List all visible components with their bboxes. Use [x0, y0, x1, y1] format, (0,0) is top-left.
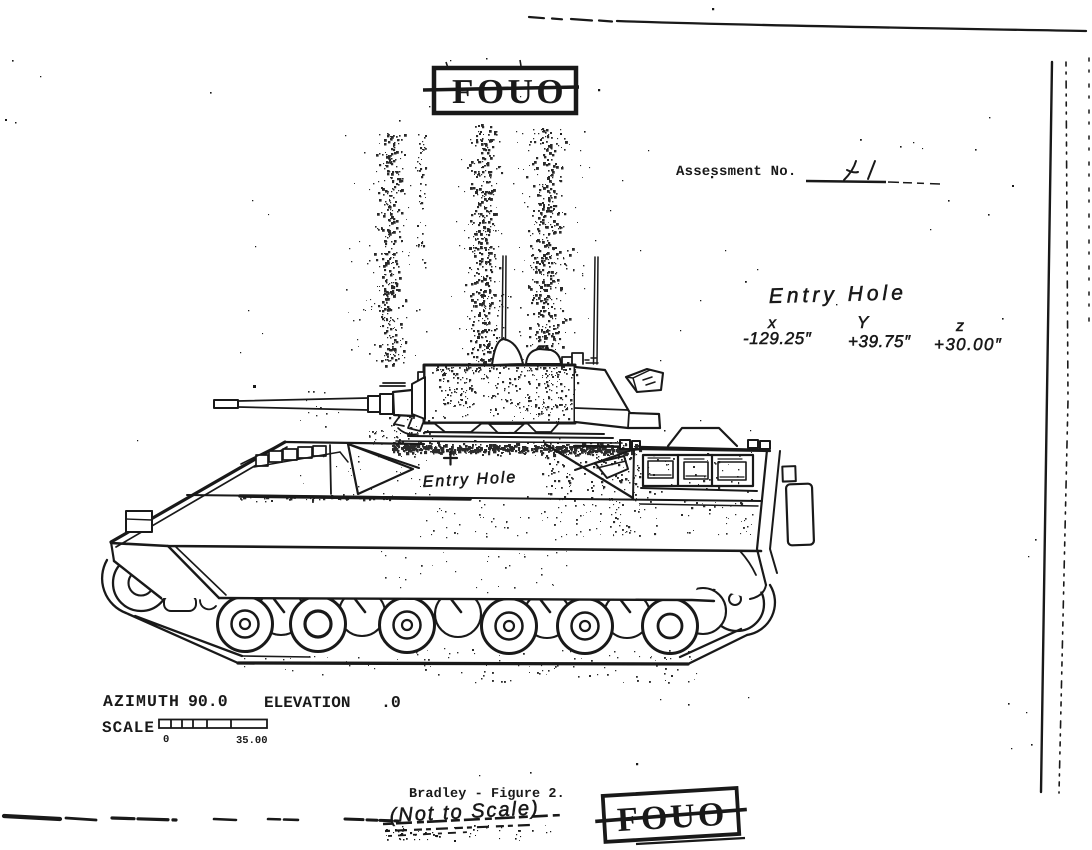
svg-text:Y: Y [857, 313, 870, 332]
svg-text:Bradley - Figure 2.: Bradley - Figure 2. [409, 787, 565, 802]
svg-text:+39.75″: +39.75″ [848, 332, 911, 351]
svg-text:x: x [767, 315, 777, 332]
svg-text:ELEVATION: ELEVATION [264, 694, 350, 712]
svg-text:FOUO: FOUO [452, 72, 567, 111]
svg-text:-129.25″: -129.25″ [743, 329, 812, 348]
svg-text:Entry Hole: Entry Hole [769, 281, 908, 308]
svg-text:+30.00″: +30.00″ [934, 335, 1002, 354]
svg-text:SCALE: SCALE [102, 719, 155, 737]
svg-text:.0: .0 [381, 693, 401, 712]
svg-text:0: 0 [163, 734, 169, 746]
svg-text:Entry Hole: Entry Hole [422, 469, 517, 491]
svg-text:35.00: 35.00 [236, 735, 268, 747]
svg-text:90.0: 90.0 [188, 692, 228, 711]
svg-text:Assessment No.: Assessment No. [676, 164, 796, 180]
svg-text:z: z [955, 318, 964, 335]
svg-text:AZIMUTH: AZIMUTH [103, 692, 180, 711]
